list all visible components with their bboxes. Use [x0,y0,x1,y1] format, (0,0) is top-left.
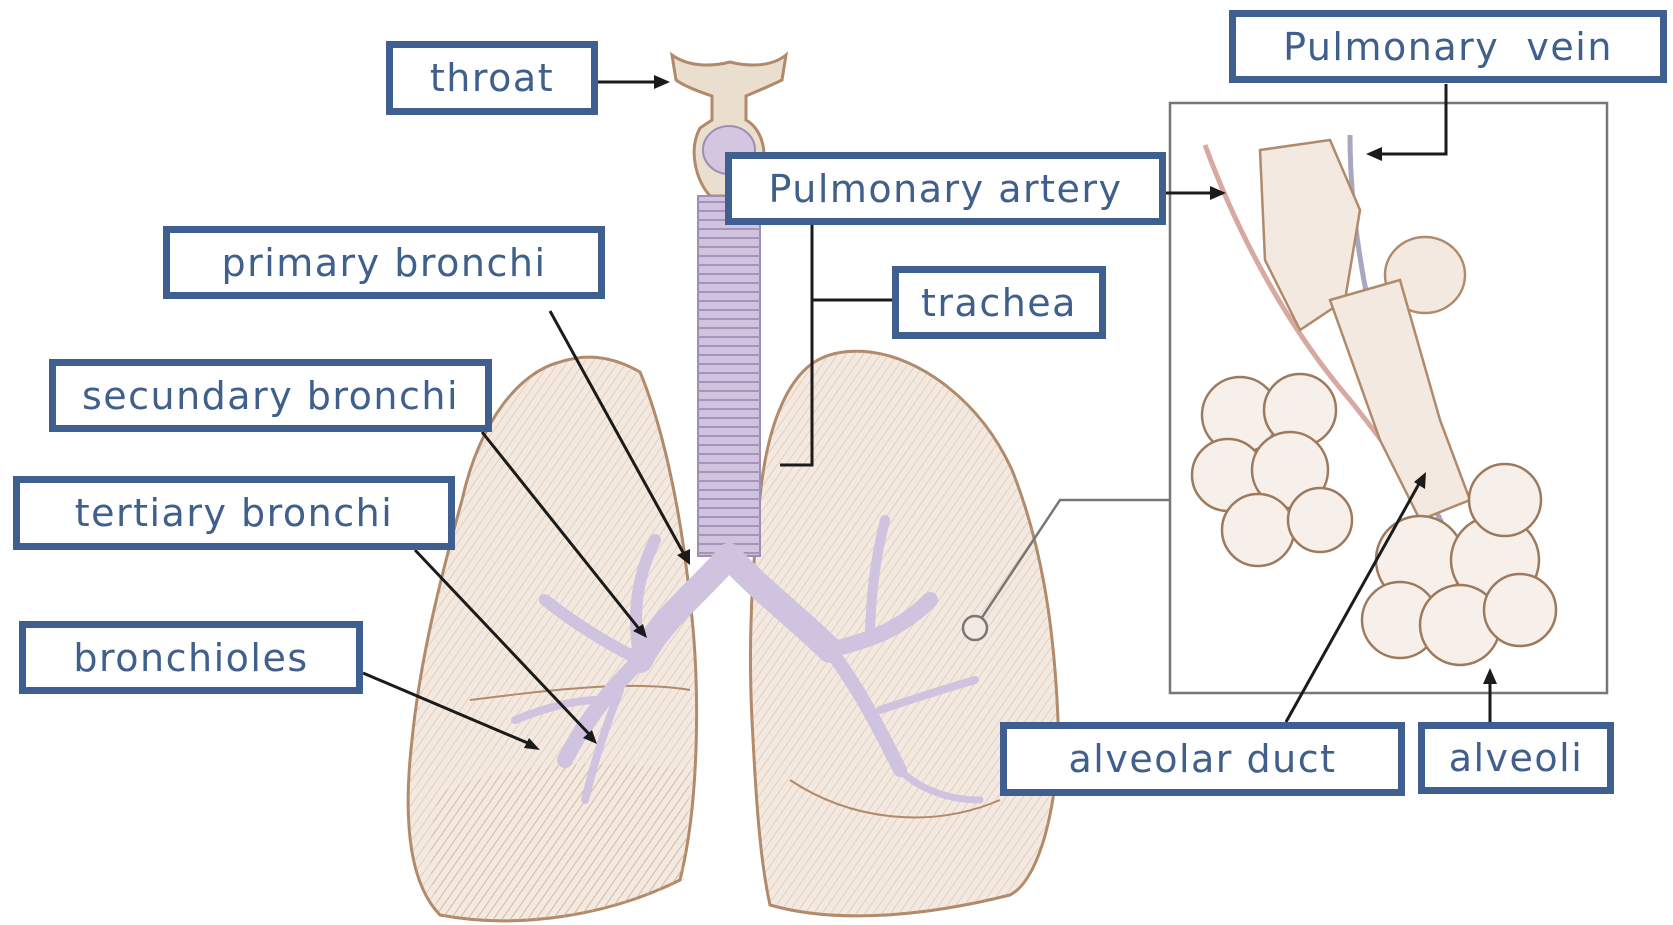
label-alveolar-duct: alveolar duct [1000,722,1405,796]
label-primary-bronchi: primary bronchi [163,226,605,299]
label-tertiary-bronchi: tertiary bronchi [13,476,455,550]
label-alveoli: alveoli [1418,722,1614,794]
label-pulmonary-artery: Pulmonary artery [725,152,1166,225]
alveoli-inset [1170,103,1607,693]
label-pulmonary-vein: Pulmonary vein [1229,10,1667,83]
trachea-tube [698,196,760,556]
label-secundary-bronchi: secundary bronchi [49,359,492,432]
label-throat: throat [386,41,598,115]
label-bronchioles: bronchioles [19,621,363,694]
label-trachea: trachea [892,266,1106,339]
